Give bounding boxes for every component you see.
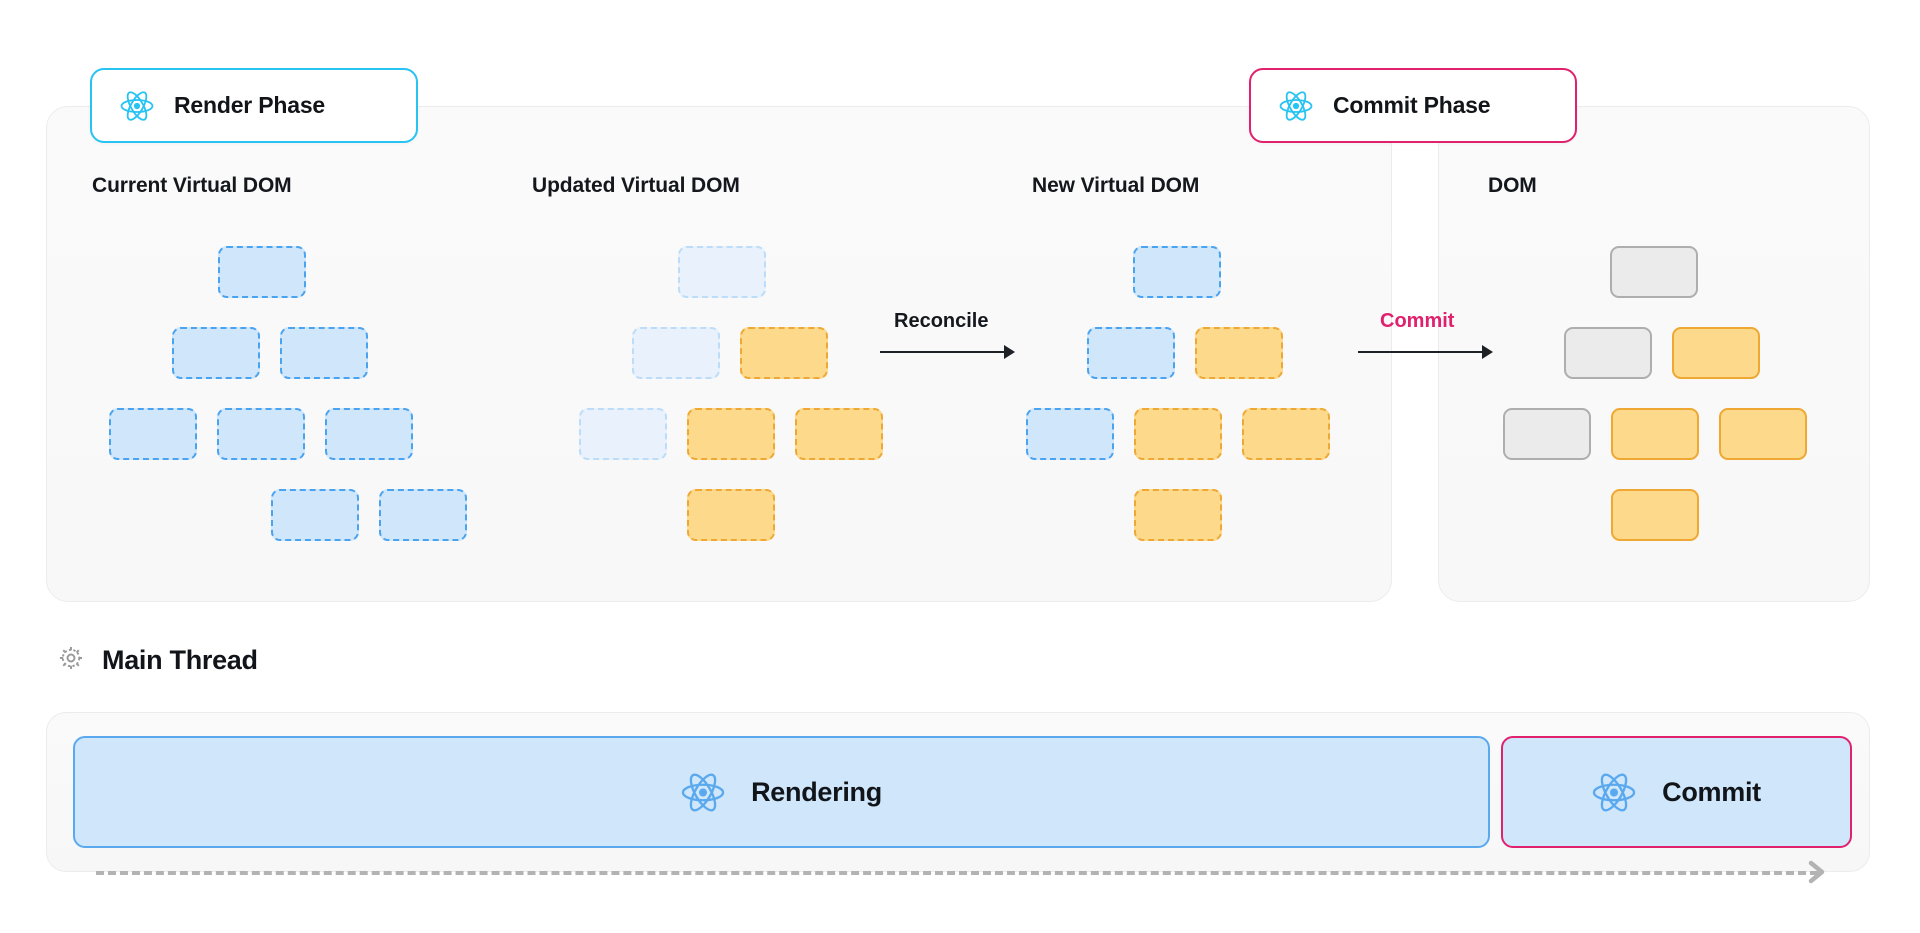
tree-node	[271, 489, 359, 541]
timeline-arrow-icon	[1806, 858, 1828, 886]
tree-node	[632, 327, 720, 379]
react-logo-icon	[120, 90, 154, 121]
tree-node	[1087, 327, 1175, 379]
react-logo-icon	[681, 773, 725, 812]
column-title-new-virtual-dom: New Virtual DOM	[1032, 174, 1200, 197]
main-thread-header: Main Thread	[58, 645, 258, 676]
column-title-dom: DOM	[1488, 174, 1537, 197]
tree-node	[1719, 408, 1807, 460]
react-logo-icon	[1279, 90, 1313, 121]
commit-phase-badge-label: Commit Phase	[1333, 92, 1491, 118]
commit-phase-badge[interactable]: Commit Phase	[1249, 68, 1577, 143]
column-title-updated-virtual-dom: Updated Virtual DOM	[532, 174, 740, 197]
tree-node	[218, 246, 306, 298]
column-title-current-virtual-dom: Current Virtual DOM	[92, 174, 292, 197]
tree-node	[1503, 408, 1591, 460]
arrow-line	[1358, 351, 1484, 353]
tree-node	[687, 408, 775, 460]
column-new-virtual-dom: New Virtual DOM	[980, 106, 1392, 602]
tree-node	[1026, 408, 1114, 460]
tree-node	[1134, 489, 1222, 541]
tree-node	[217, 408, 305, 460]
tree-node	[1195, 327, 1283, 379]
tree-node	[1611, 408, 1699, 460]
tree-node	[1611, 489, 1699, 541]
tree-node	[172, 327, 260, 379]
arrow-head-icon	[1482, 345, 1493, 359]
tree-node	[325, 408, 413, 460]
arrow-head-icon	[1004, 345, 1015, 359]
tree-node	[579, 408, 667, 460]
main-thread-title: Main Thread	[102, 645, 258, 675]
tree-node	[1564, 327, 1652, 379]
tree-node	[1672, 327, 1760, 379]
render-phase-badge[interactable]: Render Phase	[90, 68, 418, 143]
tree-node	[379, 489, 467, 541]
column-updated-virtual-dom: Updated Virtual DOM	[486, 106, 946, 602]
commit-bar[interactable]: Commit	[1501, 736, 1852, 848]
render-phase-badge-label: Render Phase	[174, 92, 325, 118]
commit-arrow: Commit	[1358, 310, 1498, 370]
column-dom: DOM	[1438, 106, 1870, 602]
tree-node	[280, 327, 368, 379]
react-logo-icon	[1592, 773, 1636, 812]
tree-node	[740, 327, 828, 379]
reconcile-arrow-label: Reconcile	[894, 310, 989, 332]
tree-node	[678, 246, 766, 298]
tree-node	[109, 408, 197, 460]
tree-node	[1133, 246, 1221, 298]
tree-node	[795, 408, 883, 460]
tree-node	[1610, 246, 1698, 298]
timeline-dashed-line	[96, 871, 1818, 877]
rendering-bar[interactable]: Rendering	[73, 736, 1490, 848]
gear-icon	[58, 645, 84, 676]
tree-node	[1134, 408, 1222, 460]
commit-bar-label: Commit	[1662, 776, 1761, 807]
commit-arrow-label: Commit	[1380, 310, 1455, 332]
column-current-virtual-dom: Current Virtual DOM	[46, 106, 486, 602]
rendering-bar-label: Rendering	[751, 776, 882, 807]
tree-node	[687, 489, 775, 541]
tree-node	[1242, 408, 1330, 460]
reconcile-arrow: Reconcile	[880, 310, 1020, 370]
arrow-line	[880, 351, 1006, 353]
